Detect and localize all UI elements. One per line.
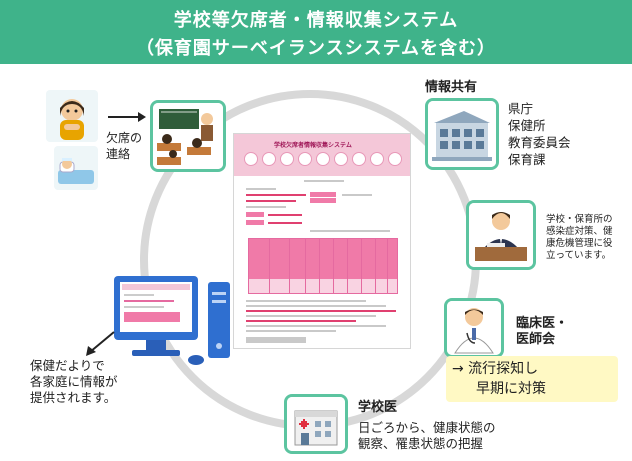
family-info-text: 保健だよりで 各家庭に情報が 提供されます。 bbox=[30, 358, 118, 405]
info-share-list: 県庁 保健所 教育委員会 保育課 bbox=[508, 100, 571, 168]
school-staff-tile bbox=[466, 200, 536, 270]
nav-icon bbox=[316, 152, 330, 166]
title-line-2: （保育園サーベイランスシステムを含む） bbox=[135, 38, 497, 59]
nav-icon bbox=[352, 152, 366, 166]
info-share-item: 県庁 bbox=[508, 101, 534, 116]
nav-icon bbox=[334, 152, 348, 166]
sick-child-illustration bbox=[46, 90, 98, 142]
computer-illustration bbox=[110, 272, 240, 372]
nav-icon bbox=[244, 152, 258, 166]
title-line-1: 学校等欠席者・情報収集システム bbox=[173, 10, 459, 31]
detection-callout: → 流行探知し 早期に対策 bbox=[446, 356, 618, 402]
school-doctor-text: 日ごろから、健康状態の 観察、罹患状態の把握 bbox=[358, 420, 496, 451]
info-share-item: 保育課 bbox=[508, 152, 546, 167]
clinician-title: 臨床医・ 医師会 bbox=[516, 316, 569, 347]
nav-icon bbox=[388, 152, 402, 166]
title-banner: 学校等欠席者・情報収集システム （保育園サーベイランスシステムを含む） bbox=[0, 0, 632, 64]
data-table bbox=[248, 238, 398, 294]
nav-icon bbox=[280, 152, 294, 166]
info-share-item: 教育委員会 bbox=[508, 135, 571, 150]
government-building-tile bbox=[425, 98, 499, 170]
info-share-title: 情報共有 bbox=[425, 80, 478, 95]
clinician-tile bbox=[444, 298, 504, 358]
school-staff-text: 学校・保育所の 感染症対策、健 康危機管理に役 立っています。 bbox=[546, 214, 613, 261]
info-share-item: 保健所 bbox=[508, 118, 546, 133]
school-doctor-title: 学校医 bbox=[358, 400, 398, 415]
system-webpage: 学校欠席者情報収集システム bbox=[233, 133, 411, 349]
child-in-bed-illustration bbox=[54, 146, 98, 190]
nav-icon bbox=[370, 152, 384, 166]
nav-icon bbox=[298, 152, 312, 166]
arrow-down-left-icon bbox=[86, 331, 115, 356]
nav-icon bbox=[262, 152, 276, 166]
absence-label: 欠席の 連絡 bbox=[106, 131, 143, 161]
callout-line-2: 早期に対策 bbox=[476, 381, 546, 397]
arrow-right-icon bbox=[108, 112, 146, 122]
school-doctor-tile bbox=[284, 394, 348, 454]
classroom-tile bbox=[150, 100, 226, 172]
callout-line-1: → 流行探知し bbox=[452, 361, 539, 377]
webpage-title: 学校欠席者情報収集システム bbox=[274, 142, 352, 149]
